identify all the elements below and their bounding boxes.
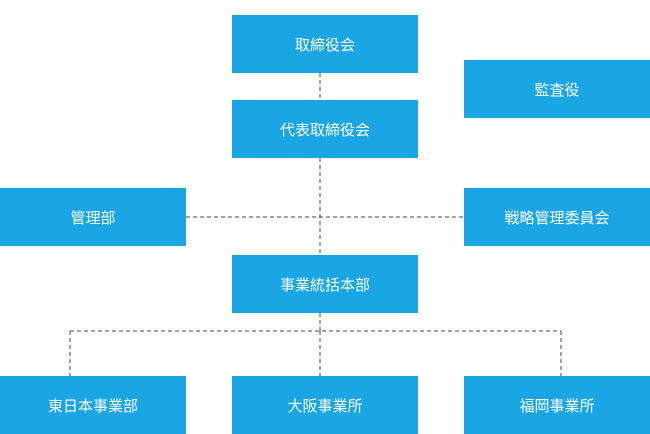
osaka-office-box: 大阪事業所	[232, 376, 418, 434]
representative-director-label: 代表取締役会	[279, 120, 370, 139]
strategic-management-committee-box: 戦略管理委員会	[464, 188, 650, 246]
representative-director-box: 代表取締役会	[232, 100, 418, 158]
fukuoka-office-label: 福岡事業所	[519, 396, 595, 415]
board-of-directors-label: 取締役会	[294, 35, 355, 54]
east-japan-division-box: 東日本事業部	[0, 376, 186, 434]
auditor-box: 監査役	[464, 60, 650, 118]
administration-department-label: 管理部	[70, 208, 116, 227]
strategic-management-committee-label: 戦略管理委員会	[504, 208, 610, 227]
administration-department-box: 管理部	[0, 188, 186, 246]
auditor-label: 監査役	[534, 80, 580, 99]
board-of-directors-box: 取締役会	[232, 15, 418, 73]
osaka-office-label: 大阪事業所	[287, 396, 363, 415]
east-japan-division-label: 東日本事業部	[47, 396, 138, 415]
fukuoka-office-box: 福岡事業所	[464, 376, 650, 434]
business-headquarters-label: 事業統括本部	[279, 275, 370, 294]
business-headquarters-box: 事業統括本部	[232, 255, 418, 313]
